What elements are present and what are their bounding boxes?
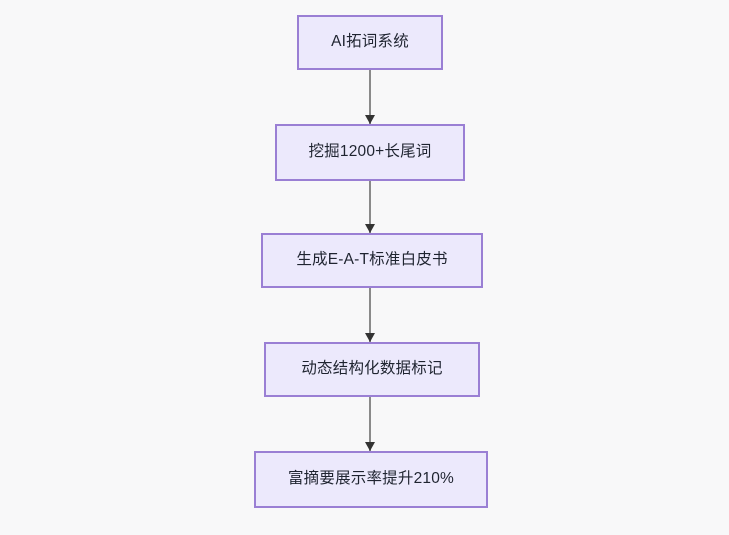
arrowhead-icon (365, 442, 375, 451)
flow-node-label: AI拓词系统 (331, 33, 409, 51)
flow-node-dynamic-structured-data-markup[interactable]: 动态结构化数据标记 (264, 342, 480, 397)
flow-node-label: 动态结构化数据标记 (301, 360, 443, 378)
edge-line (369, 397, 371, 451)
flow-node-label: 挖掘1200+长尾词 (308, 143, 432, 161)
edge-line (369, 288, 371, 342)
flow-edge-1 (365, 70, 375, 124)
flow-node-rich-snippet-impression-lift[interactable]: 富摘要展示率提升210% (254, 451, 488, 508)
flow-node-mine-longtail-keywords[interactable]: 挖掘1200+长尾词 (275, 124, 465, 181)
edge-line (369, 70, 371, 124)
flow-edge-2 (365, 181, 375, 233)
flow-node-label: 生成E-A-T标准白皮书 (296, 251, 448, 269)
flow-edge-3 (365, 288, 375, 342)
flow-edge-4 (365, 397, 375, 451)
flow-node-ai-keyword-system[interactable]: AI拓词系统 (297, 15, 443, 70)
arrowhead-icon (365, 333, 375, 342)
arrowhead-icon (365, 115, 375, 124)
arrowhead-icon (365, 224, 375, 233)
flow-node-generate-eat-whitepaper[interactable]: 生成E-A-T标准白皮书 (261, 233, 483, 288)
edge-line (369, 181, 371, 233)
flow-node-label: 富摘要展示率提升210% (287, 470, 455, 488)
